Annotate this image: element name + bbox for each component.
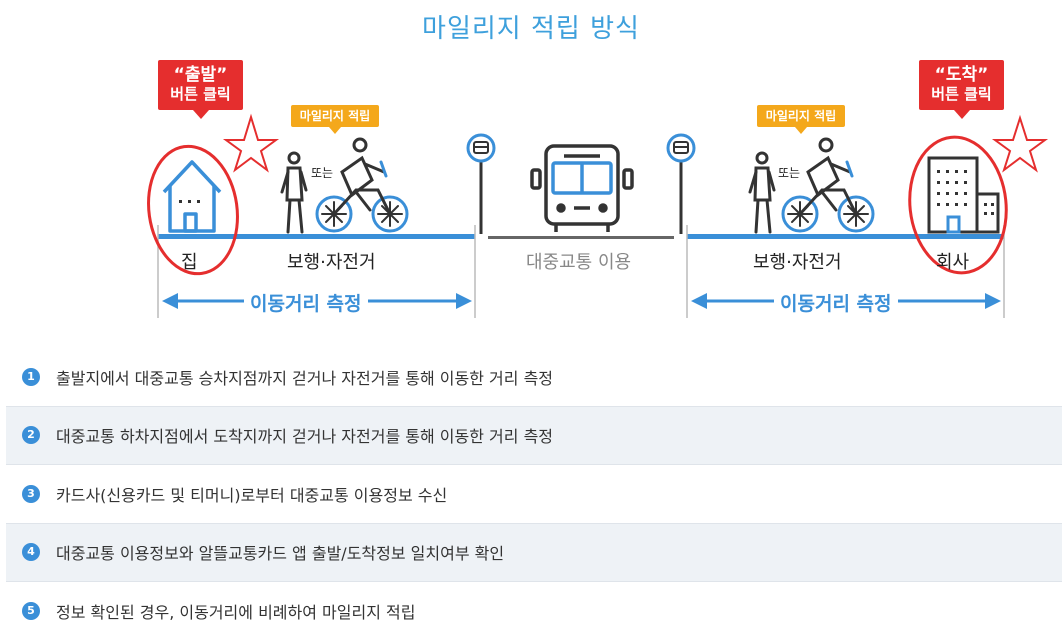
steps-list: 1 출발지에서 대중교통 승차지점까지 걷거나 자전거를 통해 이동한 거리 측… — [6, 348, 1062, 640]
depart-button-tag: “출발” 버튼 클릭 — [158, 60, 243, 119]
building-icon — [927, 156, 1000, 234]
mileage-tag-right: 마일리지 적립 — [757, 105, 845, 134]
walk-bike-label-right: 보행·자전거 — [753, 252, 842, 273]
arrive-tag-quote: “도착” — [934, 65, 989, 85]
star-icon — [222, 113, 280, 173]
step-text: 카드사(신용카드 및 티머니)로부터 대중교통 이용정보 수신 — [56, 485, 448, 505]
page-title: 마일리지 적립 방식 — [422, 14, 640, 44]
or-label-right: 또는 — [778, 166, 801, 180]
star-icon — [991, 114, 1049, 173]
pedestrian-icon — [280, 151, 308, 234]
bicycle-icon — [315, 137, 409, 233]
or-label-left: 또는 — [311, 166, 334, 180]
list-item: 2 대중교통 하차지점에서 도착지까지 걷거나 자전거를 통해 이동한 거리 측… — [6, 406, 1062, 465]
walk-bike-label-left: 보행·자전거 — [287, 252, 376, 273]
highlight-circle — [147, 144, 239, 276]
step-number: 1 — [22, 367, 40, 386]
bus-stop-icon — [466, 133, 496, 234]
transit-line — [488, 236, 674, 239]
depart-tag-quote: “출발” — [173, 65, 228, 85]
diagram-graphics — [147, 113, 1049, 318]
mileage-tag-left: 마일리지 적립 — [291, 105, 379, 134]
home-label: 집 — [181, 252, 198, 273]
house-icon — [162, 160, 222, 233]
measure-label-right: 이동거리 측정 — [774, 289, 898, 316]
list-item: 4 대중교통 이용정보와 알뜰교통카드 앱 출발/도착정보 일치여부 확인 — [6, 523, 1062, 582]
step-number: 3 — [22, 484, 40, 503]
company-label: 회사 — [936, 252, 970, 273]
highlight-circle — [908, 135, 1008, 275]
step-number: 4 — [22, 543, 40, 562]
step-text: 정보 확인된 경우, 이동거리에 비례하여 마일리지 적립 — [56, 602, 416, 622]
transit-label: 대중교통 이용 — [526, 252, 632, 273]
list-item: 1 출발지에서 대중교통 승차지점까지 걷거나 자전거를 통해 이동한 거리 측… — [6, 348, 1062, 407]
mileage-diagram: “출발” 버튼 클릭 “도착” 버튼 클릭 마일리지 적립 마일리지 적립 또는… — [147, 60, 1049, 318]
arrive-tag-label: 버튼 클릭 — [931, 85, 992, 103]
step-text: 출발지에서 대중교통 승차지점까지 걷거나 자전거를 통해 이동한 거리 측정 — [56, 368, 554, 388]
list-item: 5 정보 확인된 경우, 이동거리에 비례하여 마일리지 적립 — [6, 582, 1062, 640]
arrive-button-tag: “도착” 버튼 클릭 — [919, 60, 1004, 119]
depart-tag-label: 버튼 클릭 — [170, 85, 231, 103]
measure-label-left: 이동거리 측정 — [244, 289, 368, 316]
list-item: 3 카드사(신용카드 및 티머니)로부터 대중교통 이용정보 수신 — [6, 465, 1062, 524]
step-number: 2 — [22, 426, 40, 445]
pedestrian-icon — [748, 151, 776, 234]
bicycle-icon — [781, 137, 875, 233]
walk-line-left — [158, 234, 475, 239]
bus-stop-icon — [666, 133, 696, 234]
bus-icon — [530, 144, 634, 232]
step-text: 대중교통 이용정보와 알뜰교통카드 앱 출발/도착정보 일치여부 확인 — [56, 544, 505, 564]
step-number: 5 — [22, 601, 40, 620]
step-text: 대중교통 하차지점에서 도착지까지 걷거나 자전거를 통해 이동한 거리 측정 — [56, 427, 554, 447]
walk-line-right — [687, 234, 1004, 239]
